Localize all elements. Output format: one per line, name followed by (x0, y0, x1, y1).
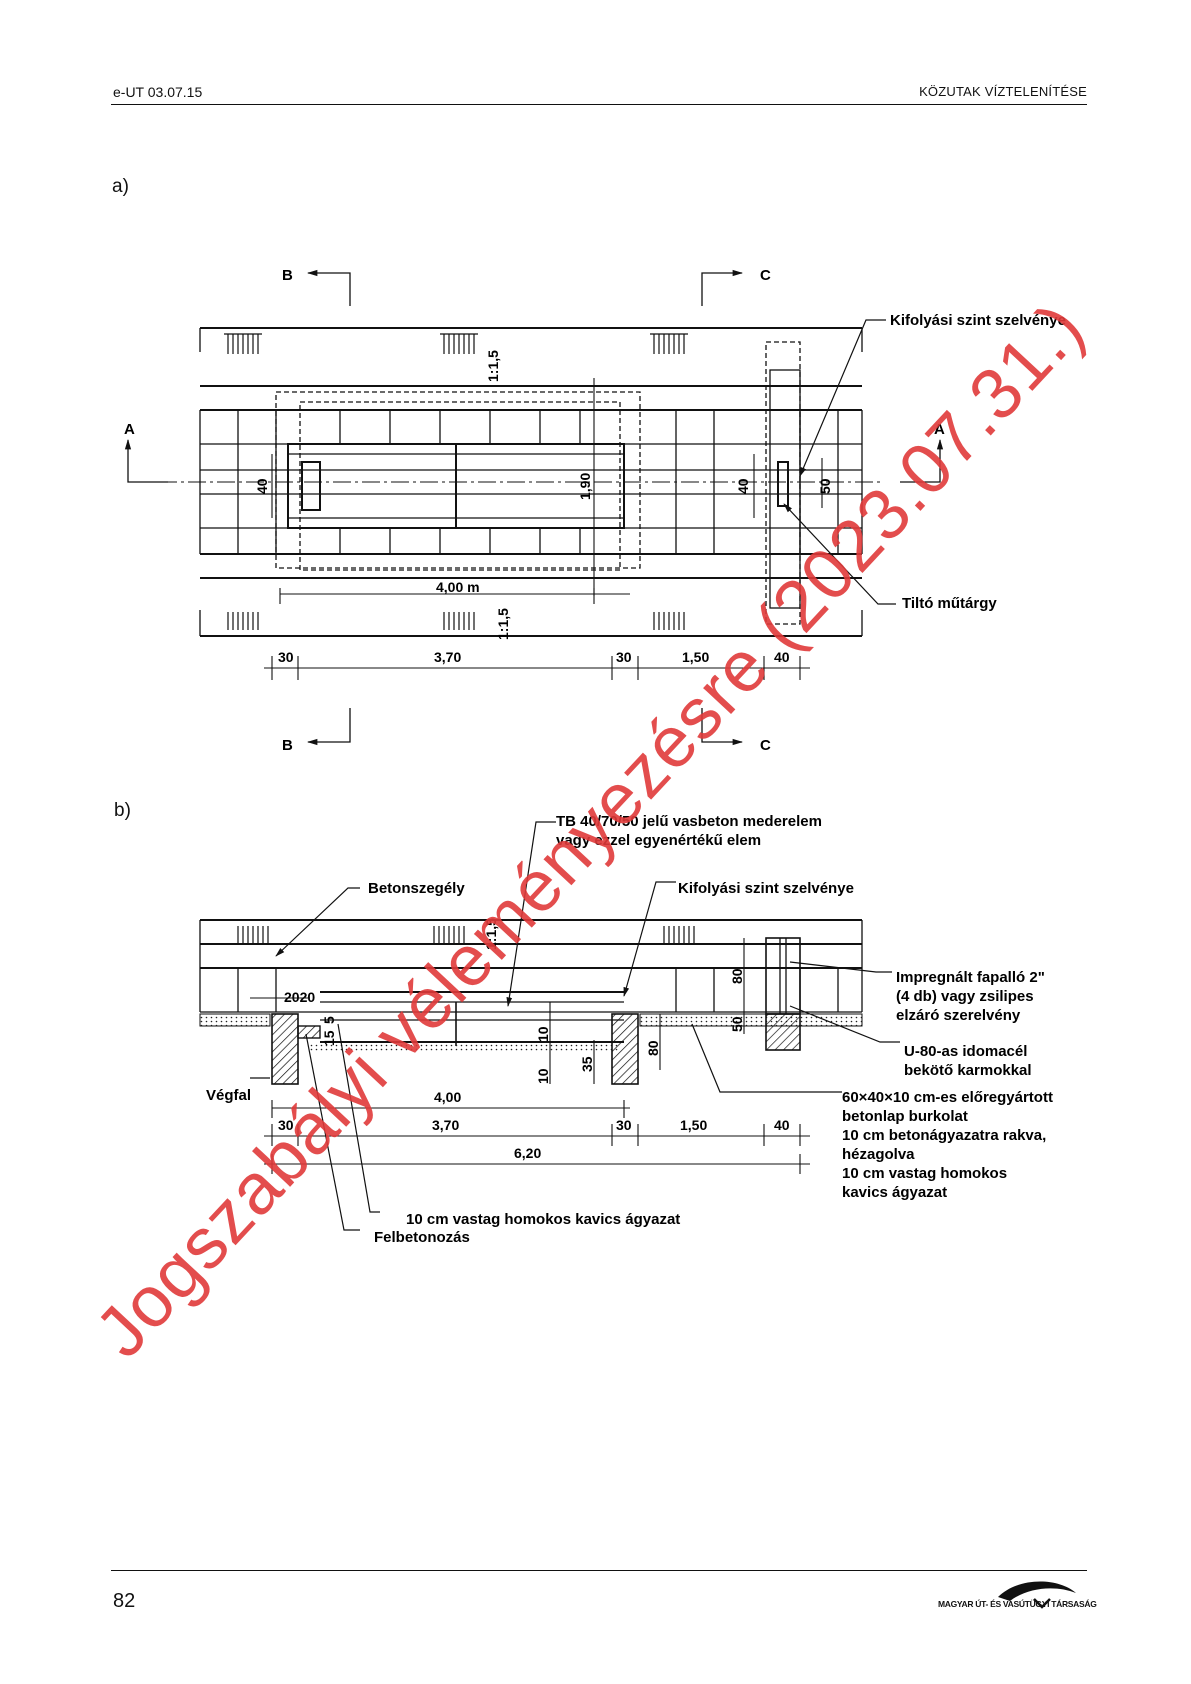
figure-a-plan (130, 327, 880, 637)
post-callout-2: (4 db) vagy zsilipes (896, 988, 1034, 1005)
section-a-left: A (124, 421, 135, 438)
a-dim-3: 1,50 (682, 649, 709, 665)
sluice-post (765, 937, 801, 1015)
dim-80b: 80 (729, 968, 745, 984)
a-dim-1: 3,70 (434, 649, 461, 665)
end-wall-left (271, 1013, 299, 1085)
channel-callout-2: bekötő karmokkal (904, 1062, 1032, 1079)
b-dim-3: 1,50 (680, 1117, 707, 1133)
slab-callout-1: 60×40×10 cm-es előregyártott (842, 1089, 1053, 1106)
section-b-top: B (282, 267, 293, 284)
dim-rows-b (264, 1100, 810, 1174)
header-left: e-UT 03.07.15 (113, 84, 203, 100)
outlet-callout-b: Kifolyási szint szelvénye (678, 880, 854, 897)
topping-block (297, 1025, 321, 1039)
dim-35: 35 (579, 1056, 595, 1072)
bedding-right (639, 1013, 863, 1027)
dim-50: 50 (817, 478, 833, 494)
slope-hatching-b (237, 926, 695, 944)
bottom-dims-a (264, 656, 810, 680)
dim-10a: 10 (535, 1026, 551, 1042)
dim-40-right: 40 (735, 478, 751, 494)
slab-callout-6: kavics ágyazat (842, 1184, 947, 1201)
dim-190: 1,90 (577, 473, 593, 500)
section-marks (124, 269, 944, 746)
section-a-right: A (934, 421, 945, 438)
sluice-base (765, 1013, 801, 1051)
element-callout-2: vagy ezzel egyenértékű elem (556, 832, 761, 849)
inner-dims-a (271, 378, 823, 604)
gravel-callout: 10 cm vastag homokos kavics ágyazat (406, 1211, 680, 1228)
header-rule (111, 104, 1087, 105)
end-wall-right (611, 1013, 639, 1085)
small-dim-lines-b (250, 938, 745, 1084)
b-dim-1: 3,70 (432, 1117, 459, 1133)
figure-a-label: a) (112, 176, 129, 197)
section-c-bottom: C (760, 737, 771, 754)
b-dim-0: 30 (278, 1117, 294, 1133)
a-dim-4: 40 (774, 649, 790, 665)
slab-callout-4: hézagolva (842, 1146, 915, 1163)
gravel-bed (310, 1044, 620, 1052)
header-right: KÖZUTAK VÍZTELENÍTÉSE (919, 84, 1087, 99)
slope-b: 1:1,5 (483, 918, 499, 950)
a-dim-2: 30 (616, 649, 632, 665)
page-number: 82 (113, 1590, 136, 1612)
channel-callout-1: U-80-as idomacél (904, 1043, 1027, 1060)
dim-80a: 80 (645, 1040, 661, 1056)
endwall-callout: Végfal (206, 1087, 251, 1104)
callout-lines-b (250, 821, 900, 1231)
dim-40-left: 40 (254, 478, 270, 494)
dim-2020: 2020 (284, 989, 315, 1005)
section-c-top: C (760, 267, 771, 284)
element-callout-1: TB 40/70/50 jelű vasbeton mederelem (556, 813, 822, 830)
slope-hatching-a (224, 333, 688, 630)
outlet-callout-a: Kifolyási szint szelvénye (890, 312, 1066, 329)
post-callout-1: Impregnált fapalló 2" (896, 969, 1045, 986)
dim-10b: 10 (535, 1068, 551, 1084)
footer-rule (111, 1570, 1087, 1571)
dim-400m: 4,00 m (436, 579, 480, 595)
curb-callout: Betonszegély (368, 880, 465, 897)
b-dim-2: 30 (616, 1117, 632, 1133)
slab-callout-2: betonlap burkolat (842, 1108, 968, 1125)
post-callout-3: elzáró szerelvény (896, 1007, 1021, 1024)
slab-callout-3: 10 cm betonágyazatra rakva, (842, 1127, 1046, 1144)
bedding-left (199, 1013, 271, 1027)
dim-15: 15 (321, 1030, 337, 1046)
publisher-logo (998, 1581, 1076, 1609)
slab-callout-5: 10 cm vastag homokos (842, 1165, 1007, 1182)
dim-5: 5 (321, 1016, 337, 1024)
b-dim-4: 40 (774, 1117, 790, 1133)
dim-50b: 50 (729, 1016, 745, 1032)
figure-b-section (199, 919, 863, 1046)
b-dim-400: 4,00 (434, 1089, 461, 1105)
slope-top-a: 1:1,5 (485, 350, 501, 382)
b-dim-total: 6,20 (514, 1145, 541, 1161)
sluice-callout: Tiltó műtárgy (902, 595, 997, 612)
slope-bottom-a: 1:1,5 (495, 608, 511, 640)
a-dim-0: 30 (278, 649, 294, 665)
section-b-bottom: B (282, 737, 293, 754)
callout-lines-a (783, 319, 896, 605)
figure-b-label: b) (114, 800, 131, 821)
publisher-name: MAGYAR ÚT- ÉS VASÚTÜGYI TÁRSASÁG (938, 1599, 1097, 1609)
topping-callout: Felbetonozás (374, 1229, 470, 1246)
